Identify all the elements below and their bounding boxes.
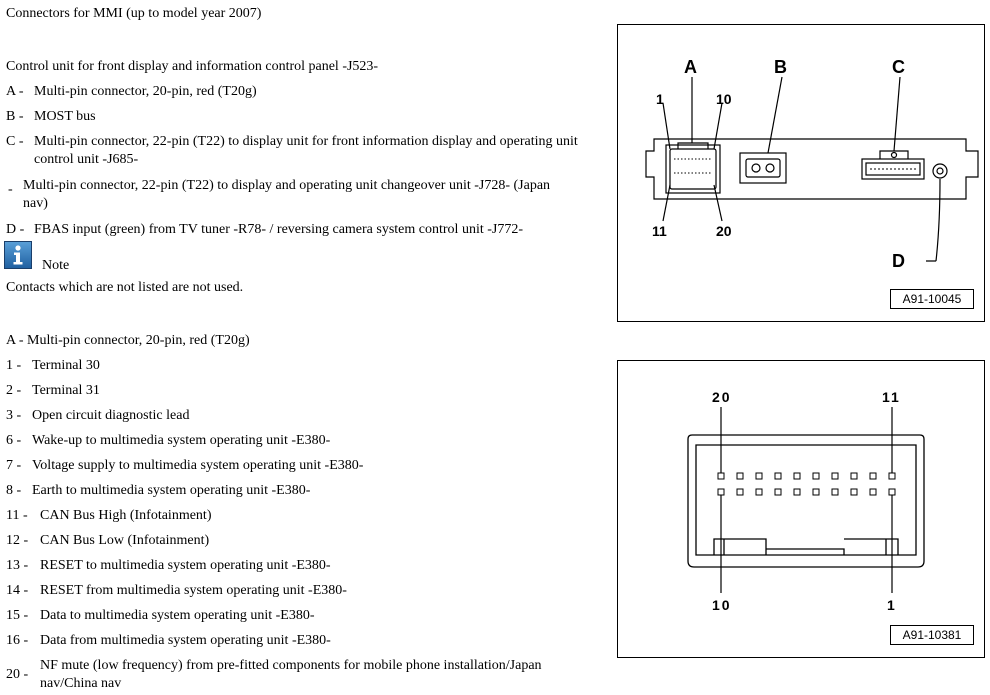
pin-label-1: 1: [656, 91, 664, 107]
pin-label-10: 10: [716, 91, 732, 107]
label-B: B: [774, 57, 787, 77]
unit-item-text: Multi-pin connector, 22-pin (T22) to dis…: [34, 134, 578, 149]
pin-text-cont: nav/China nav: [40, 676, 122, 691]
pin-text: Wake-up to multimedia system operating u…: [32, 433, 331, 448]
pin-key: 1 -: [6, 358, 22, 373]
pin-label-20: 20: [716, 223, 732, 239]
pin-label-20: 20: [712, 389, 732, 405]
unit-item-text-cont: nav): [23, 196, 48, 211]
unit-item-text: Multi-pin connector, 22-pin (T22) to dis…: [23, 178, 551, 193]
unit-heading: Control unit for front display and infor…: [6, 59, 379, 74]
label-A: A: [684, 57, 697, 77]
pin-text: Earth to multimedia system operating uni…: [32, 483, 311, 498]
unit-item-text-cont: control unit -J685-: [34, 152, 139, 167]
pin-text: CAN Bus Low (Infotainment): [40, 533, 210, 548]
pin-text: Terminal 30: [32, 358, 100, 373]
unit-item-text: MOST bus: [34, 109, 96, 124]
pin-text: Open circuit diagnostic lead: [32, 408, 190, 423]
pin-label-10: 10: [712, 597, 732, 613]
pin-key: 3 -: [6, 408, 22, 423]
note-label: Note: [42, 258, 70, 273]
info-icon: [4, 241, 32, 269]
figure-reference: A91-10045: [890, 289, 974, 309]
pin-text: RESET to multimedia system operating uni…: [40, 558, 331, 573]
connector-heading: A - Multi-pin connector, 20-pin, red (T2…: [6, 333, 250, 348]
pin-text: RESET from multimedia system operating u…: [40, 583, 347, 598]
connector-pinout-drawing: [687, 407, 925, 593]
control-unit-drawing: [645, 76, 979, 262]
unit-item-text: FBAS input (green) from TV tuner -R78- /…: [34, 222, 523, 237]
pin-text: Voltage supply to multimedia system oper…: [32, 458, 364, 473]
unit-item-key: A -: [6, 84, 24, 99]
control-unit-figure: A B C D 1 10 11 20 A91-10045: [617, 24, 985, 322]
pin-key: 20 -: [6, 667, 29, 682]
figure-reference: A91-10381: [890, 625, 974, 645]
pin-key: 8 -: [6, 483, 22, 498]
unit-item-text: Multi-pin connector, 20-pin, red (T20g): [34, 84, 257, 99]
pin-label-11: 11: [652, 223, 667, 239]
pin-key: 6 -: [6, 433, 22, 448]
note-text: Contacts which are not listed are not us…: [6, 280, 244, 295]
unit-item-key: -: [8, 182, 13, 197]
pin-text: Data from multimedia system operating un…: [40, 633, 331, 648]
label-D: D: [892, 251, 905, 271]
pin-key: 2 -: [6, 383, 22, 398]
pin-label-1: 1: [887, 597, 895, 613]
pin-key: 15 -: [6, 608, 29, 623]
label-C: C: [892, 57, 905, 77]
connector-pinout-figure: 20 11 10 1 A91-10381: [617, 360, 985, 658]
pin-key: 16 -: [6, 633, 29, 648]
pin-key: 11 -: [6, 508, 28, 523]
pin-label-11: 11: [882, 389, 901, 405]
pin-key: 13 -: [6, 558, 29, 573]
pin-text: Terminal 31: [32, 383, 100, 398]
unit-item-key: C -: [6, 134, 24, 149]
pin-key: 12 -: [6, 533, 29, 548]
pin-text: NF mute (low frequency) from pre-fitted …: [40, 658, 542, 673]
pin-text: Data to multimedia system operating unit…: [40, 608, 315, 623]
pin-key: 7 -: [6, 458, 22, 473]
unit-item-key: B -: [6, 109, 24, 124]
page-title: Connectors for MMI (up to model year 200…: [6, 6, 262, 21]
pin-key: 14 -: [6, 583, 29, 598]
pin-text: CAN Bus High (Infotainment): [40, 508, 212, 523]
unit-item-key: D -: [6, 222, 25, 237]
